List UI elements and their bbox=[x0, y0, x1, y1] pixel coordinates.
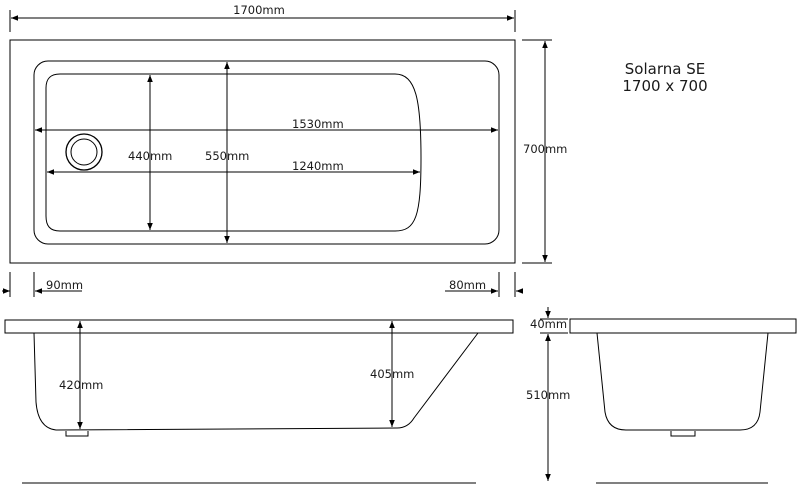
side-body-outline bbox=[33, 332, 479, 431]
plan-rim-inner-outline bbox=[33, 60, 500, 245]
end-body-outline bbox=[596, 332, 769, 431]
end-height-label: 510mm bbox=[526, 388, 570, 402]
model-size: 1700 x 700 bbox=[622, 77, 707, 95]
end-rim bbox=[569, 318, 797, 334]
overall-width-label: 700mm bbox=[523, 142, 567, 156]
inner-length-base-label: 1240mm bbox=[292, 159, 344, 173]
drain-inner bbox=[70, 138, 98, 166]
plan-outer-outline bbox=[9, 39, 516, 264]
overall-length-label: 1700mm bbox=[233, 3, 285, 17]
side-view: 420mm 405mm bbox=[4, 319, 514, 484]
model-name: Solarna SE bbox=[625, 60, 705, 78]
inner-width-label: 550mm bbox=[205, 149, 249, 163]
side-rim bbox=[4, 319, 514, 334]
rim-left-label: 90mm bbox=[46, 278, 83, 292]
base-width-label: 440mm bbox=[128, 149, 172, 163]
side-foot bbox=[65, 431, 89, 437]
end-rim-label: 40mm bbox=[530, 317, 567, 331]
side-depth-right-label: 405mm bbox=[370, 367, 414, 381]
end-view: 40mm 510mm bbox=[526, 307, 797, 484]
rim-right-label: 80mm bbox=[449, 278, 486, 292]
plan-basin-outline bbox=[45, 73, 422, 232]
side-depth-left-label: 420mm bbox=[59, 378, 103, 392]
inner-length-top-label: 1530mm bbox=[292, 117, 344, 131]
plan-view: 1700mm 700mm 1530mm 1240mm 440mm 550mm 9… bbox=[2, 3, 567, 297]
end-foot bbox=[670, 431, 696, 437]
